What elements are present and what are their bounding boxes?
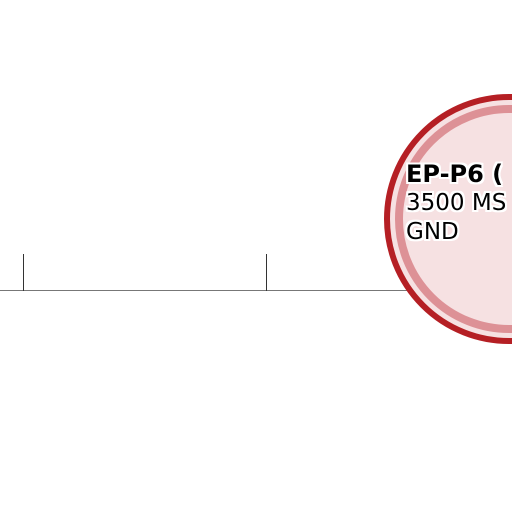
scale-bar-tick	[266, 254, 267, 291]
scale-bar-tick	[23, 254, 24, 291]
airspace-name: EP-P6 (	[406, 160, 504, 188]
scale-bar-line	[0, 290, 512, 291]
airspace-lower-limit: GND	[406, 219, 459, 245]
airspace-upper-limit: 3500 MS	[406, 190, 507, 216]
airspace-label: EP-P6 ( 3500 MS GND	[406, 159, 506, 247]
